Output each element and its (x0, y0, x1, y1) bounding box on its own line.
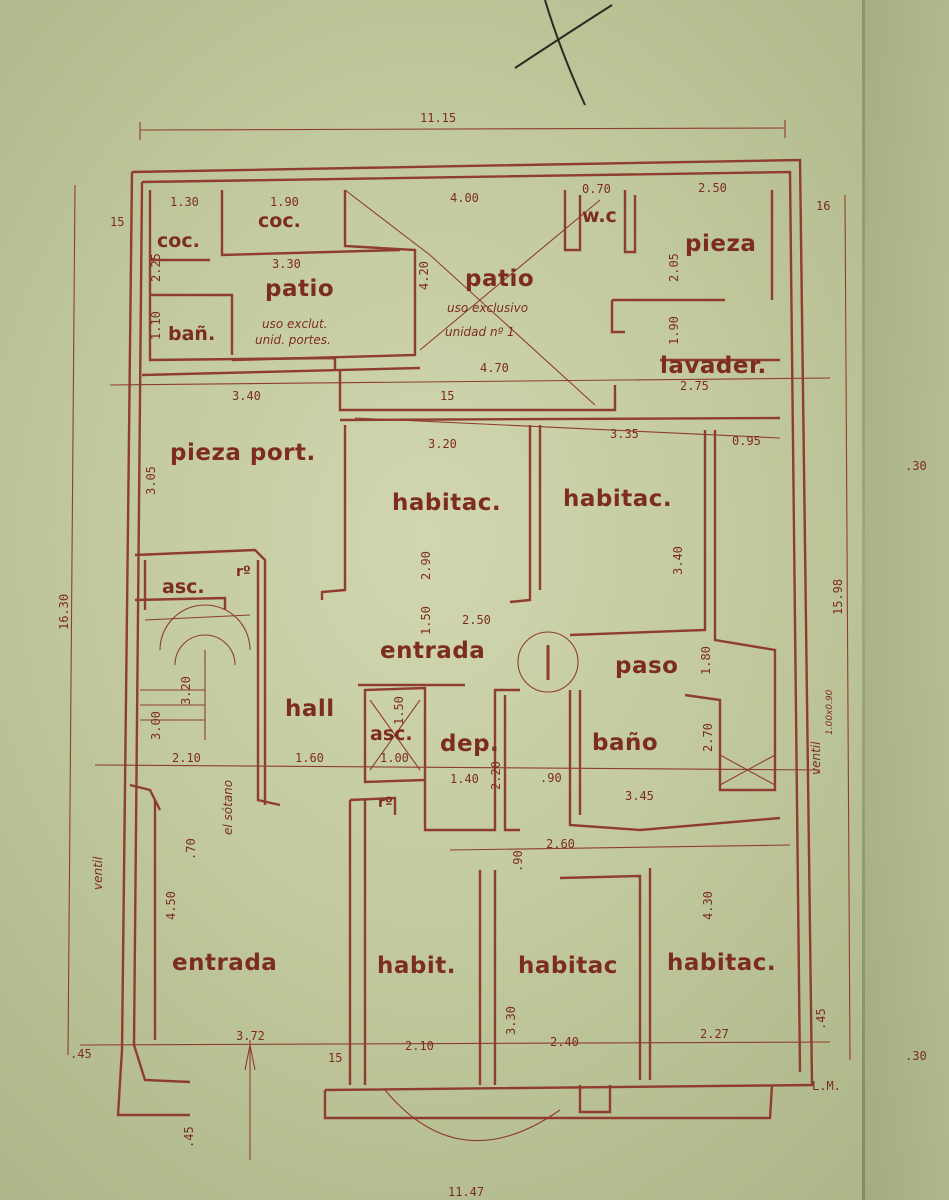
stair-note: el sótano (221, 779, 235, 835)
paper-fold (862, 0, 865, 1200)
dimension-label: 2.50 (462, 613, 491, 627)
dimension-label: 1.00 (380, 751, 409, 765)
dimension-label: 2.10 (405, 1039, 434, 1053)
adjacent-sheet (865, 0, 949, 1200)
dimension-label: 4.70 (480, 361, 509, 375)
fixtures (140, 189, 776, 1160)
dimension-label: 3.30 (272, 257, 301, 271)
dimension-label: 4.30 (701, 891, 715, 920)
dimension-label: 1.10 (149, 311, 163, 340)
dimension-label: 3.00 (149, 711, 163, 740)
dimension-label: 3.72 (236, 1029, 265, 1043)
dimension-label: 2.60 (546, 837, 575, 851)
room-note: unidad nº 1 (445, 325, 515, 339)
dimension-label: 1.80 (699, 646, 713, 675)
room-label-pieza: pieza (685, 231, 757, 257)
room-label-habitacion: habitac. (392, 490, 502, 516)
dimension-label: .45 (182, 1126, 196, 1148)
dimension-label: 2.40 (550, 1035, 579, 1049)
dimension-label: 15 (110, 215, 125, 229)
dimension-label: 3.40 (232, 389, 261, 403)
dimension-label: 4.20 (417, 261, 431, 290)
dimension-label: 4.00 (450, 191, 479, 205)
room-note: uso exclusivo (447, 301, 529, 315)
dimension-label: 11.47 (448, 1185, 485, 1199)
room-label-habitacion: habitac. (667, 950, 777, 976)
room-label-patio: patio (465, 266, 535, 292)
dimension-label: .45 (814, 1008, 828, 1030)
room-label-wc: w.c (582, 205, 617, 227)
dimension-label: 1.30 (170, 195, 199, 209)
ventilation-size: 1.00x0.90 (825, 689, 835, 735)
room-label-deposito: dep. (440, 731, 500, 757)
dimension-label: 3.30 (504, 1006, 518, 1035)
pencil-mark (514, 0, 613, 106)
dimension-label: 15 (328, 1051, 343, 1065)
ventilation-label: ventil (91, 856, 105, 890)
room-label-patio: patio (265, 276, 335, 302)
dimension-label: .90 (511, 850, 525, 872)
room-label-ascensor: asc. (370, 723, 413, 745)
dimension-lines (67, 120, 851, 1061)
dimension-label: 1.50 (392, 696, 406, 725)
property-line-label: L.M. (812, 1079, 841, 1093)
dimension-label: .30 (905, 1049, 927, 1063)
dimension-label: 15.98 (831, 578, 845, 615)
dimension-label: 3.20 (179, 676, 193, 705)
dimension-label: 1.90 (667, 316, 681, 345)
room-label-habitacion: habitac (518, 953, 618, 979)
dimension-label: 1.50 (419, 606, 433, 635)
room-label-cocina: coc. (157, 230, 200, 252)
room-note: unid. portes. (255, 333, 331, 347)
dimension-label: 3.35 (610, 427, 639, 441)
room-label-habitacion: habit. (377, 953, 456, 979)
dimension-label: .45 (70, 1047, 92, 1061)
exterior-walls (116, 158, 814, 1120)
room-label-hall: hall (285, 696, 335, 722)
dimension-label: 3.05 (144, 466, 158, 495)
dimension-label: 2.10 (172, 751, 201, 765)
dimension-label: 2.70 (701, 723, 715, 752)
room-label-bano: bañ. (168, 323, 216, 345)
room-label-recinto: rº (378, 795, 393, 811)
room-note: uso exclut. (262, 317, 328, 331)
dimension-label: 16 (816, 199, 831, 213)
room-label-paso: paso (615, 653, 679, 679)
dimension-label: 16.30 (57, 593, 71, 630)
room-label-bano: baño (592, 730, 659, 756)
room-label-recinto: rº (236, 564, 251, 580)
dimension-label: 1.60 (295, 751, 324, 765)
dimension-label: .90 (540, 771, 562, 785)
dimension-label: 0.95 (732, 434, 761, 448)
dimension-label: 2.05 (667, 253, 681, 282)
room-label-entrada: entrada (172, 950, 278, 976)
dimension-label: 11.15 (420, 111, 457, 125)
dimension-label: 3.40 (671, 546, 685, 575)
dimension-label: 1.40 (450, 772, 479, 786)
dimension-label: 2.27 (700, 1027, 729, 1041)
dimension-label: .30 (905, 459, 927, 473)
dimension-label: .70 (184, 838, 198, 860)
interior-walls (129, 190, 781, 1085)
dimension-label: 2.20 (489, 761, 503, 790)
room-label-cocina: coc. (258, 210, 301, 232)
dimension-label: 2.75 (680, 379, 709, 393)
room-label-habitacion: habitac. (563, 486, 673, 512)
room-label-ascensor: asc. (162, 576, 205, 598)
dimension-label: 3.45 (625, 789, 654, 803)
dimension-label: 2.25 (149, 253, 163, 282)
dimension-label: 2.90 (419, 551, 433, 580)
ventilation-label: ventil (809, 741, 823, 775)
room-label-pieza-portero: pieza port. (170, 440, 316, 466)
dimension-label: 1.90 (270, 195, 299, 209)
room-label-lavadero: lavader. (660, 353, 767, 379)
dimension-label: 15 (440, 389, 455, 403)
dimension-label: 4.50 (164, 891, 178, 920)
dimension-label: 2.50 (698, 181, 727, 195)
room-label-entrada: entrada (380, 638, 486, 664)
dimension-label: 3.20 (428, 437, 457, 451)
dimension-label: 0.70 (582, 182, 611, 196)
